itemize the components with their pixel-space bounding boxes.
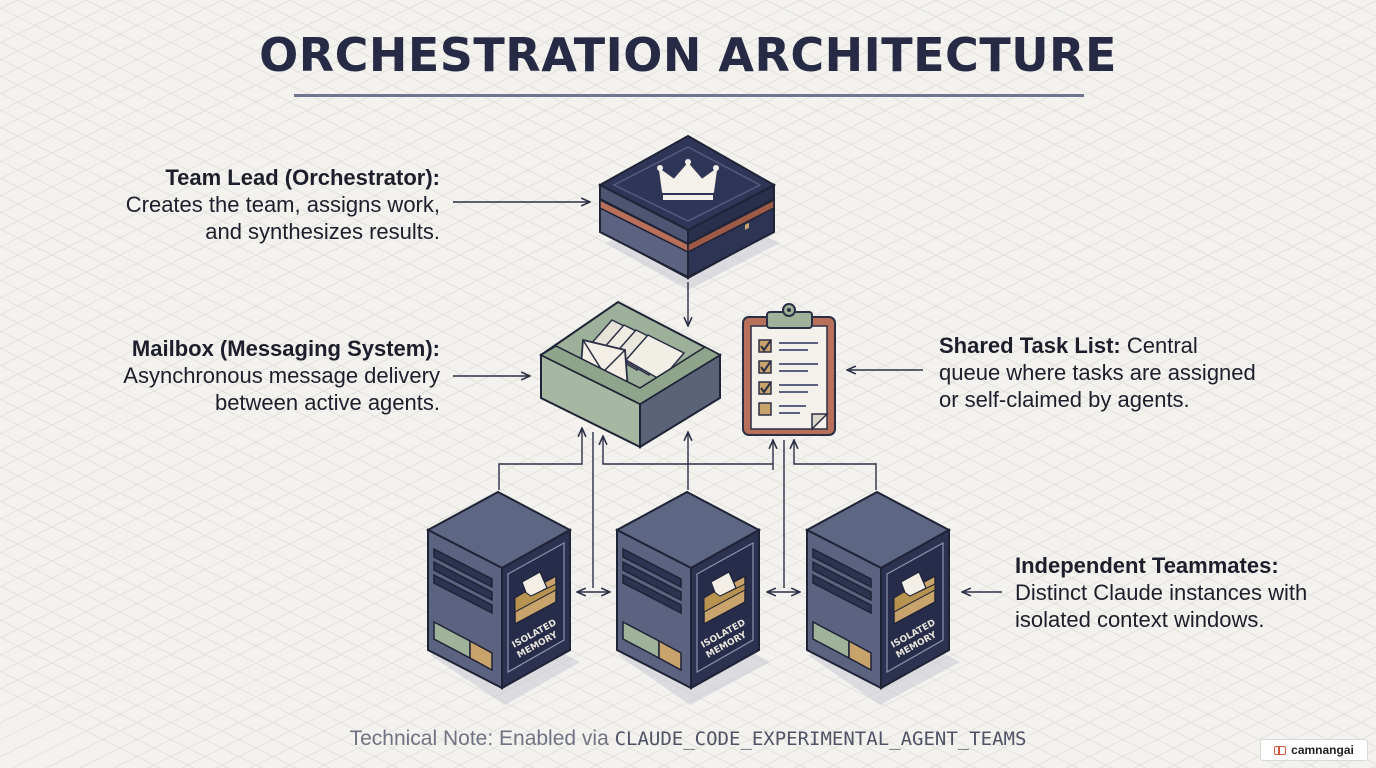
team-lead-desc-line2: and synthesizes results.: [205, 219, 440, 244]
team-lead-heading: Team Lead (Orchestrator):: [165, 165, 440, 190]
book-icon: [1274, 745, 1287, 755]
mailbox-label: Mailbox (Messaging System): Asynchronous…: [90, 335, 440, 416]
team-lead-desc-line1: Creates the team, assigns work,: [125, 192, 440, 217]
team-lead-label: Team Lead (Orchestrator): Creates the te…: [90, 164, 440, 245]
watermark-badge: camnangai: [1260, 739, 1368, 761]
technical-note: Technical Note: Enabled via CLAUDE_CODE_…: [0, 727, 1376, 751]
folder-icon: [514, 571, 557, 626]
teammates-heading: Independent Teammates:: [1015, 553, 1279, 578]
mailbox-desc-line2: between active agents.: [214, 390, 440, 415]
task-list-desc-line3: or self-claimed by agents.: [939, 387, 1190, 412]
teammates-desc-line1: Distinct Claude instances with: [1015, 580, 1308, 605]
mailbox-desc-line1: Asynchronous message delivery: [123, 363, 440, 388]
task-list-desc-line2: queue where tasks are assigned: [939, 360, 1256, 385]
teammate-server-2: [616, 491, 760, 689]
mailbox-tray: [539, 300, 723, 449]
technical-note-code: CLAUDE_CODE_EXPERIMENTAL_AGENT_TEAMS: [614, 728, 1027, 750]
page-title: ORCHESTRATION ARCHITECTURE: [259, 28, 1117, 82]
checkbox-icon: [758, 339, 772, 416]
teammate-server-3: [806, 491, 950, 689]
task-list-desc-line1: Central: [1120, 333, 1198, 358]
watermark-text: camnangai: [1291, 743, 1354, 757]
mailbox-heading: Mailbox (Messaging System):: [131, 336, 440, 361]
technical-note-text: Technical Note: Enabled via: [349, 727, 615, 750]
task-list-label: Shared Task List: Central queue where ta…: [939, 332, 1269, 413]
task-list-heading: Shared Task List:: [939, 333, 1121, 358]
teammate-server: ISOLATED MEMORY: [425, 490, 573, 690]
crown-icon: [657, 159, 719, 200]
teammates-label: Independent Teammates: Distinct Claude i…: [1015, 552, 1345, 633]
connector-lines: [453, 202, 1002, 592]
title-underline: [294, 94, 1084, 97]
clipboard-icon: [742, 303, 836, 436]
teammates-desc-line2: isolated context windows.: [1015, 607, 1265, 632]
